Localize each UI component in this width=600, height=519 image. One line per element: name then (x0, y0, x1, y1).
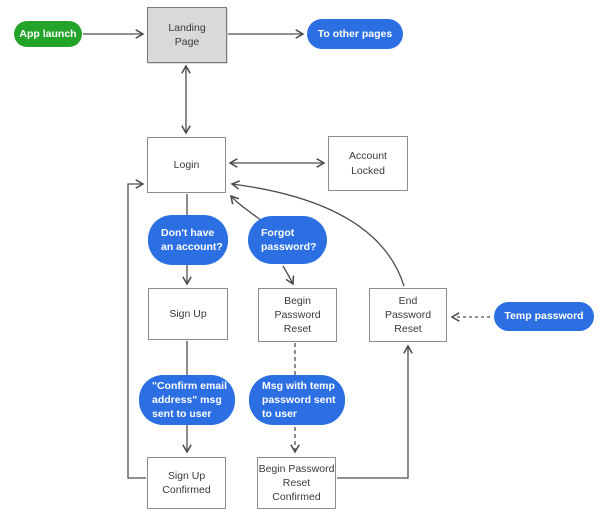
node-sign-up-confirmed: Sign Up Confirmed (147, 457, 226, 509)
node-temp-password: Temp password (494, 302, 594, 331)
edge-forgot-password-to-login (229, 194, 263, 222)
node-begin-password-reset-confirmed: Begin Password Reset Confirmed (257, 457, 336, 509)
node-msg-temp-password: Msg with temp password sent to user (249, 375, 345, 425)
edge-reset-confirmed-to-end-reset (337, 344, 413, 479)
node-landing-page: Landing Page (147, 7, 227, 63)
node-to-other-pages: To other pages (307, 19, 403, 49)
node-account-locked: Account Locked (328, 136, 408, 191)
edge-forgot-password-to-begin-reset (282, 265, 295, 286)
node-begin-password-reset: Begin Password Reset (258, 288, 337, 342)
node-confirm-email-msg: "Confirm email address" msg sent to user (139, 375, 235, 425)
node-dont-have-account: Don't have an account? (148, 215, 228, 265)
node-login: Login (147, 137, 226, 193)
edge-end-reset-to-login (230, 180, 405, 287)
edge-sign-up-confirmed-to-login (127, 179, 146, 479)
node-end-password-reset: End Password Reset (369, 288, 447, 342)
node-sign-up: Sign Up (148, 288, 228, 340)
node-app-launch: App launch (14, 21, 82, 47)
node-forgot-password: Forgot password? (248, 216, 327, 264)
